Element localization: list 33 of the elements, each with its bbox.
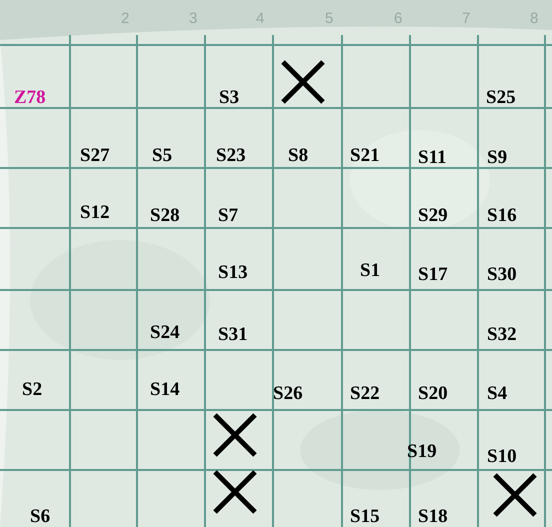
sample-label: S27	[80, 145, 110, 167]
sample-label: S7	[218, 205, 238, 227]
sample-label: S13	[218, 262, 248, 284]
sample-label: S12	[80, 202, 110, 224]
sample-label: S19	[407, 441, 437, 463]
sample-label: S22	[350, 383, 380, 405]
sample-label: S23	[216, 145, 246, 167]
sample-label: S3	[219, 87, 240, 109]
sample-label: S30	[487, 264, 517, 286]
sample-label: S2	[22, 379, 42, 401]
sample-label: S4	[487, 383, 508, 405]
sample-label: S25	[486, 87, 516, 109]
sample-label: S18	[418, 506, 448, 527]
sample-label: S16	[487, 205, 517, 227]
sample-label: S14	[150, 379, 180, 401]
sample-label: S9	[487, 147, 508, 169]
sample-label: S32	[487, 324, 517, 346]
sample-label: S15	[350, 506, 380, 527]
sample-label: S21	[350, 145, 380, 167]
sample-label: S8	[288, 145, 308, 167]
sample-label: S10	[487, 446, 517, 468]
sample-label: S6	[30, 506, 50, 527]
sample-label: S26	[273, 383, 303, 405]
sample-label: S11	[418, 147, 447, 169]
sample-label: S5	[152, 145, 172, 167]
sample-label: S20	[418, 383, 448, 405]
sample-label: S24	[150, 322, 180, 344]
sample-label: S31	[218, 324, 248, 346]
sample-label: S17	[418, 264, 448, 286]
sample-label: Z78	[14, 87, 46, 109]
sample-label: S28	[150, 205, 180, 227]
sample-label: S29	[418, 205, 448, 227]
sample-label: S1	[360, 260, 380, 282]
